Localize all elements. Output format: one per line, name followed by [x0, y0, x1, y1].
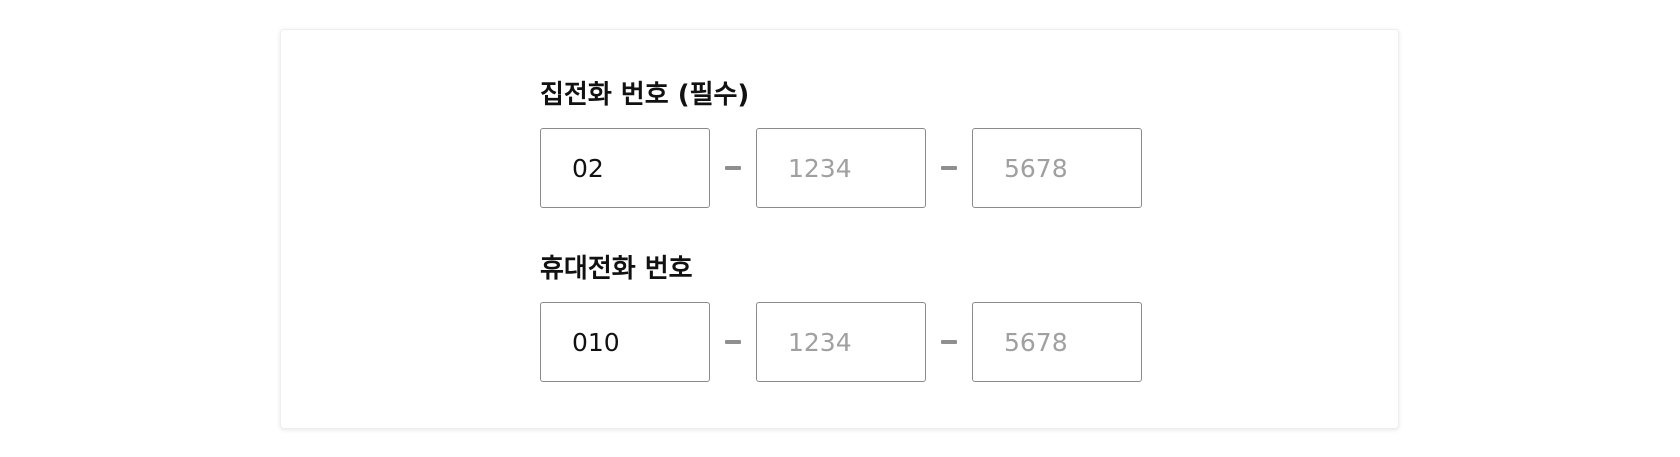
dash-separator	[941, 166, 957, 170]
home-phone-last-input[interactable]	[972, 128, 1142, 208]
dash-separator	[941, 340, 957, 344]
mobile-phone-group: 휴대전화 번호	[540, 252, 1142, 382]
home-phone-group: 집전화 번호 (필수)	[540, 78, 1142, 208]
home-phone-dash-2	[926, 166, 972, 170]
mobile-phone-prefix-input[interactable]	[540, 302, 710, 382]
mobile-phone-last-input[interactable]	[972, 302, 1142, 382]
home-phone-area-code-input[interactable]	[540, 128, 710, 208]
home-phone-label: 집전화 번호 (필수)	[540, 80, 750, 110]
mobile-phone-dash-1	[710, 340, 756, 344]
dash-separator	[725, 340, 741, 344]
mobile-phone-row	[540, 302, 1142, 382]
dash-separator	[725, 166, 741, 170]
home-phone-dash-1	[710, 166, 756, 170]
mobile-phone-label: 휴대전화 번호	[540, 254, 693, 284]
mobile-phone-middle-input[interactable]	[756, 302, 926, 382]
mobile-phone-dash-2	[926, 340, 972, 344]
home-phone-middle-input[interactable]	[756, 128, 926, 208]
home-phone-row	[540, 128, 1142, 208]
